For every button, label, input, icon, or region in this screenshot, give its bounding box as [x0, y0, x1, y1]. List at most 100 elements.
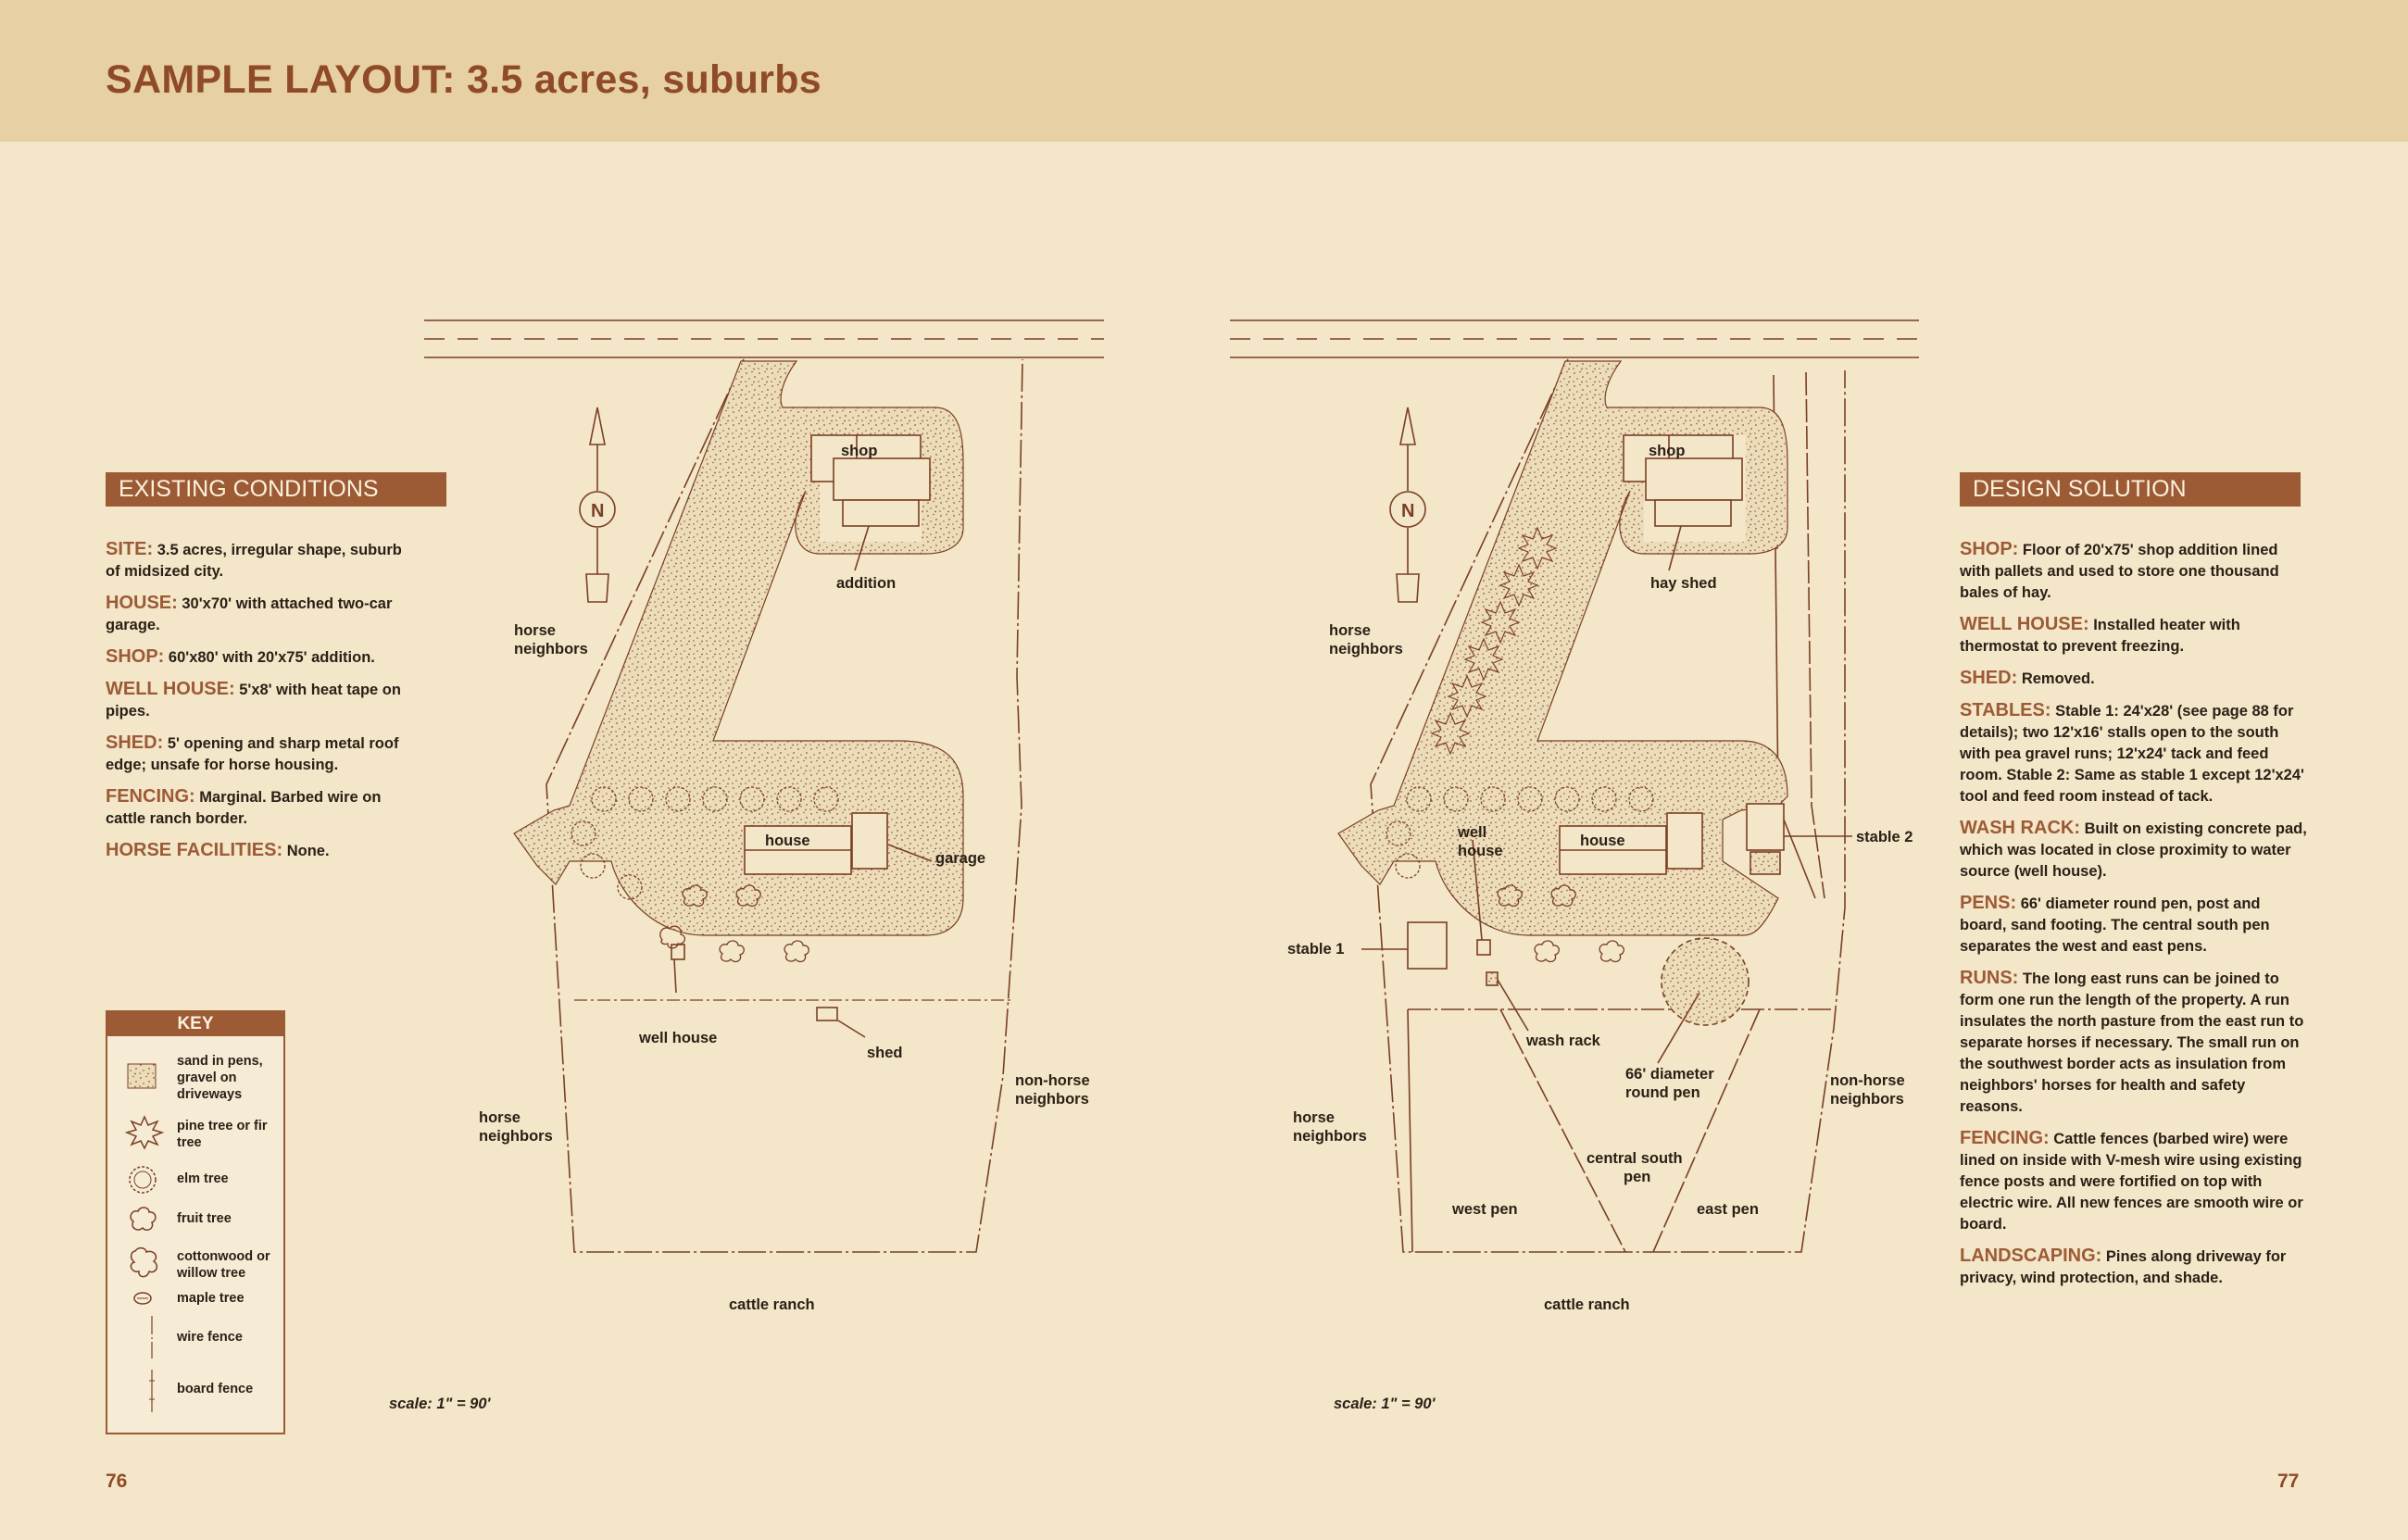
- cottonwood-tree-icon: [130, 1246, 158, 1278]
- well-house-label: well house: [638, 1030, 717, 1046]
- east-pen-label: east pen: [1697, 1201, 1759, 1218]
- wire-fence-icon: [151, 1316, 153, 1358]
- round-pen: [1661, 937, 1750, 1026]
- existing-note-label: SHOP:: [106, 646, 165, 667]
- well-house-label: house: [1458, 843, 1503, 859]
- existing-note-label: SITE:: [106, 539, 154, 559]
- non-horse-neighbors-label-1: non-horse: [1830, 1072, 1905, 1089]
- key-label-maple: maple tree: [177, 1291, 245, 1306]
- shed-building: [816, 1007, 838, 1021]
- design-note-text: Pines along driveway for privacy, wind p…: [1960, 1248, 2287, 1286]
- existing-conditions-heading: EXISTING CONDITIONS: [106, 472, 446, 507]
- existing-note-text: 60'x80' with 20'x75' addition.: [164, 649, 375, 666]
- fruit-trees: [1497, 884, 1624, 963]
- west-run-fence: [1407, 1008, 1413, 1253]
- existing-note-text: 5' opening and sharp metal roof edge; un…: [106, 735, 399, 773]
- design-solution-heading: DESIGN SOLUTION: [1960, 472, 2301, 507]
- legend-key: KEY sand in pens, gravel on driveways pi…: [106, 1010, 285, 1434]
- round-pen-label-2: round pen: [1625, 1084, 1700, 1101]
- existing-note: SITE: 3.5 acres, irregular shape, suburb…: [106, 539, 411, 582]
- existing-note-text: None.: [282, 843, 330, 859]
- sand-swatch-icon: [127, 1063, 157, 1089]
- board-fence-icon: [149, 1370, 155, 1412]
- design-note: SHED: Removed.: [1960, 668, 2307, 690]
- central-south-pen-label-2: pen: [1624, 1169, 1650, 1185]
- design-note: WASH RACK: Built on existing concrete pa…: [1960, 818, 2307, 883]
- horse-neighbors-north-label-1: horse: [1329, 622, 1371, 639]
- design-note-text: Installed heater with thermostat to prev…: [1960, 617, 2240, 655]
- design-note: PENS: 66' diameter round pen, post and b…: [1960, 893, 2307, 958]
- non-horse-neighbors-label-1: non-horse: [1015, 1072, 1090, 1089]
- key-heading: KEY: [107, 1012, 283, 1036]
- stable-1-label: stable 1: [1287, 941, 1344, 958]
- existing-note: SHED: 5' opening and sharp metal roof ed…: [106, 732, 411, 776]
- key-label-elm: elm tree: [177, 1171, 229, 1186]
- design-note: LANDSCAPING: Pines along driveway for pr…: [1960, 1246, 2307, 1289]
- pine-tree-icon: [124, 1115, 165, 1150]
- fruit-trees: [659, 884, 809, 963]
- design-note-label: SHED:: [1960, 668, 2018, 688]
- north-arrow-icon: [579, 407, 616, 603]
- existing-note-label: WELL HOUSE:: [106, 679, 235, 699]
- pen-divider: [1499, 1008, 1626, 1253]
- page-title: SAMPLE LAYOUT: 3.5 acres, suburbs: [106, 57, 821, 102]
- round-pen-label-1: 66' diameter: [1625, 1066, 1714, 1083]
- design-note-text: The long east runs can be joined to form…: [1960, 970, 2304, 1115]
- existing-note-label: FENCING:: [106, 786, 195, 807]
- existing-note-text: 5'x8' with heat tape on pipes.: [106, 682, 401, 720]
- key-label-sand: sand in pens, gravel on driveways: [177, 1054, 263, 1102]
- existing-note: WELL HOUSE: 5'x8' with heat tape on pipe…: [106, 679, 411, 722]
- well-house: [1476, 939, 1491, 956]
- design-note-text: Cattle fences (barbed wire) were lined o…: [1960, 1131, 2303, 1233]
- horse-neighbors-south-label-1: horse: [479, 1109, 520, 1126]
- page-number-right: 77: [2277, 1471, 2300, 1492]
- shop-addition: [833, 457, 931, 501]
- design-site-plan: shop hay shed horse neighbors house well…: [1230, 319, 1919, 1412]
- design-note-text: 66' diameter round pen, post and board, …: [1960, 895, 2270, 955]
- key-label-board-fence: board fence: [177, 1382, 254, 1396]
- existing-site-plan: shop addition horse neighbors house gara…: [389, 319, 1104, 1412]
- design-note-text: Floor of 20'x75' shop addition lined wit…: [1960, 542, 2279, 601]
- design-note-label: LANDSCAPING:: [1960, 1246, 2102, 1266]
- cattle-ranch-label: cattle ranch: [1544, 1296, 1630, 1313]
- design-note-label: WASH RACK:: [1960, 818, 2080, 838]
- north-arrow-icon: [1389, 407, 1426, 603]
- scale-label: scale: 1" = 90': [1334, 1396, 1436, 1412]
- key-label-wire-fence: wire fence: [177, 1330, 243, 1345]
- design-note: WELL HOUSE: Installed heater with thermo…: [1960, 614, 2307, 657]
- hay-shed-label: hay shed: [1650, 575, 1717, 592]
- existing-note: FENCING: Marginal. Barbed wire on cattle…: [106, 786, 411, 830]
- key-label-pine: pine tree or fir tree: [177, 1119, 268, 1150]
- stable-2: [1746, 803, 1785, 851]
- existing-note-text: 3.5 acres, irregular shape, suburb of mi…: [106, 542, 402, 580]
- horse-neighbors-north-label-1: horse: [514, 622, 556, 639]
- design-note: FENCING: Cattle fences (barbed wire) wer…: [1960, 1128, 2307, 1235]
- design-note: STABLES: Stable 1: 24'x28' (see page 88 …: [1960, 700, 2307, 808]
- existing-note: HOUSE: 30'x70' with attached two-car gar…: [106, 593, 411, 636]
- design-solution-notes: SHOP: Floor of 20'x75' shop addition lin…: [1960, 539, 2307, 1299]
- horse-neighbors-south-label-2: neighbors: [1293, 1128, 1367, 1145]
- pen-divider: [1652, 1008, 1761, 1253]
- existing-note-label: HOUSE:: [106, 593, 178, 613]
- well-house: [671, 944, 685, 960]
- horse-neighbors-north-label-2: neighbors: [514, 641, 588, 657]
- horse-neighbors-south-label-1: horse: [1293, 1109, 1335, 1126]
- existing-conditions-notes: SITE: 3.5 acres, irregular shape, suburb…: [106, 539, 411, 872]
- wash-rack-label: wash rack: [1525, 1033, 1601, 1049]
- page-number-left: 76: [106, 1471, 128, 1492]
- north-label: N: [591, 501, 604, 521]
- design-note-label: WELL HOUSE:: [1960, 614, 2089, 634]
- design-note-label: FENCING:: [1960, 1128, 2050, 1148]
- horse-neighbors-north-label-2: neighbors: [1329, 641, 1403, 657]
- wash-rack: [1486, 971, 1499, 986]
- design-note-label: SHOP:: [1960, 539, 2019, 559]
- non-horse-neighbors-label-2: neighbors: [1830, 1091, 1904, 1108]
- design-note-text: Stable 1: 24'x28' (see page 88 for detai…: [1960, 703, 2304, 805]
- garage-label: garage: [935, 850, 985, 867]
- cattle-ranch-label: cattle ranch: [729, 1296, 815, 1313]
- design-note-text: Built on existing concrete pad, which wa…: [1960, 820, 2307, 880]
- design-note: RUNS: The long east runs can be joined t…: [1960, 968, 2307, 1118]
- existing-note: SHOP: 60'x80' with 20'x75' addition.: [106, 646, 411, 669]
- existing-note-label: HORSE FACILITIES:: [106, 840, 283, 860]
- key-label-fruit: fruit tree: [177, 1211, 232, 1226]
